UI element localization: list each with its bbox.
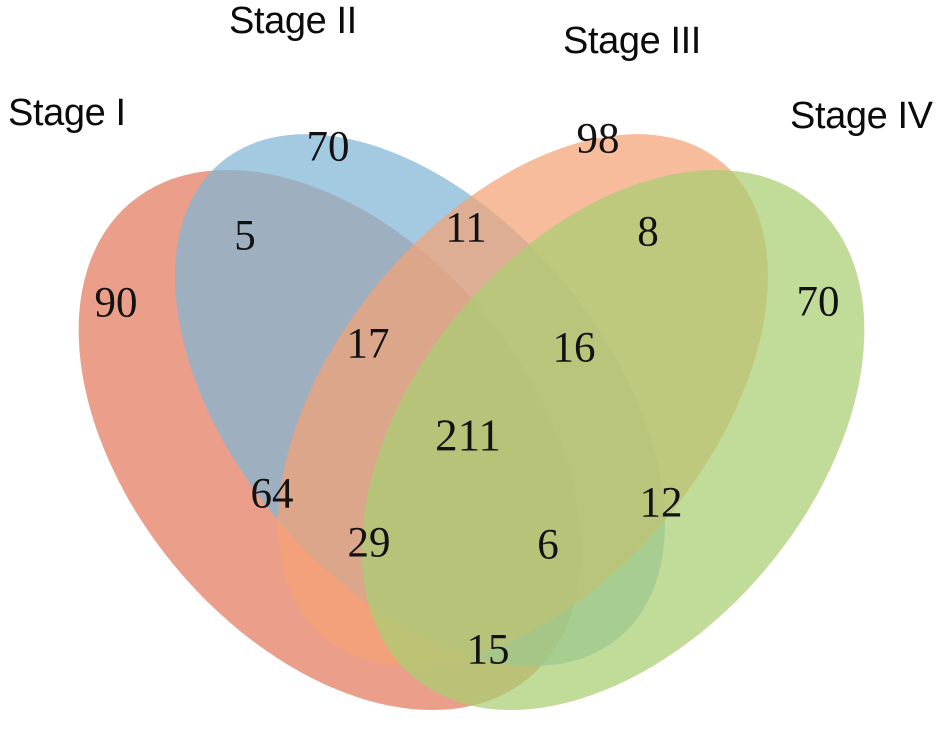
set-label-stage-1: Stage I — [8, 92, 126, 134]
venn-count-stage-2-3-4: 16 — [552, 324, 596, 372]
venn-count-stage-1-2: 5 — [234, 212, 256, 260]
set-label-stage-3: Stage III — [563, 20, 701, 62]
venn-count-stage-1-3: 64 — [250, 470, 294, 518]
venn-count-stage-2-3: 11 — [445, 204, 487, 252]
venn-count-stage-1-2-3: 17 — [346, 320, 390, 368]
venn-count-stage-3-only: 98 — [576, 115, 620, 163]
venn-count-stage-2-4: 12 — [639, 479, 683, 527]
venn-count-stage-2-only: 70 — [306, 123, 350, 171]
set-label-stage-4: Stage IV — [790, 95, 933, 137]
venn-count-stage-1-3-4: 29 — [347, 519, 391, 567]
venn-count-stage-3-4: 8 — [637, 208, 659, 256]
venn-count-stage-1-2-4: 6 — [537, 521, 559, 569]
venn-count-stage-4-only: 70 — [796, 278, 840, 326]
set-label-stage-2: Stage II — [229, 0, 357, 42]
venn-count-stage-1-4: 15 — [466, 626, 510, 674]
venn-count-all-four: 211 — [435, 410, 501, 461]
ellipse-stage-4[interactable] — [261, 74, 943, 744]
venn-count-stage-1-only: 90 — [94, 279, 138, 327]
